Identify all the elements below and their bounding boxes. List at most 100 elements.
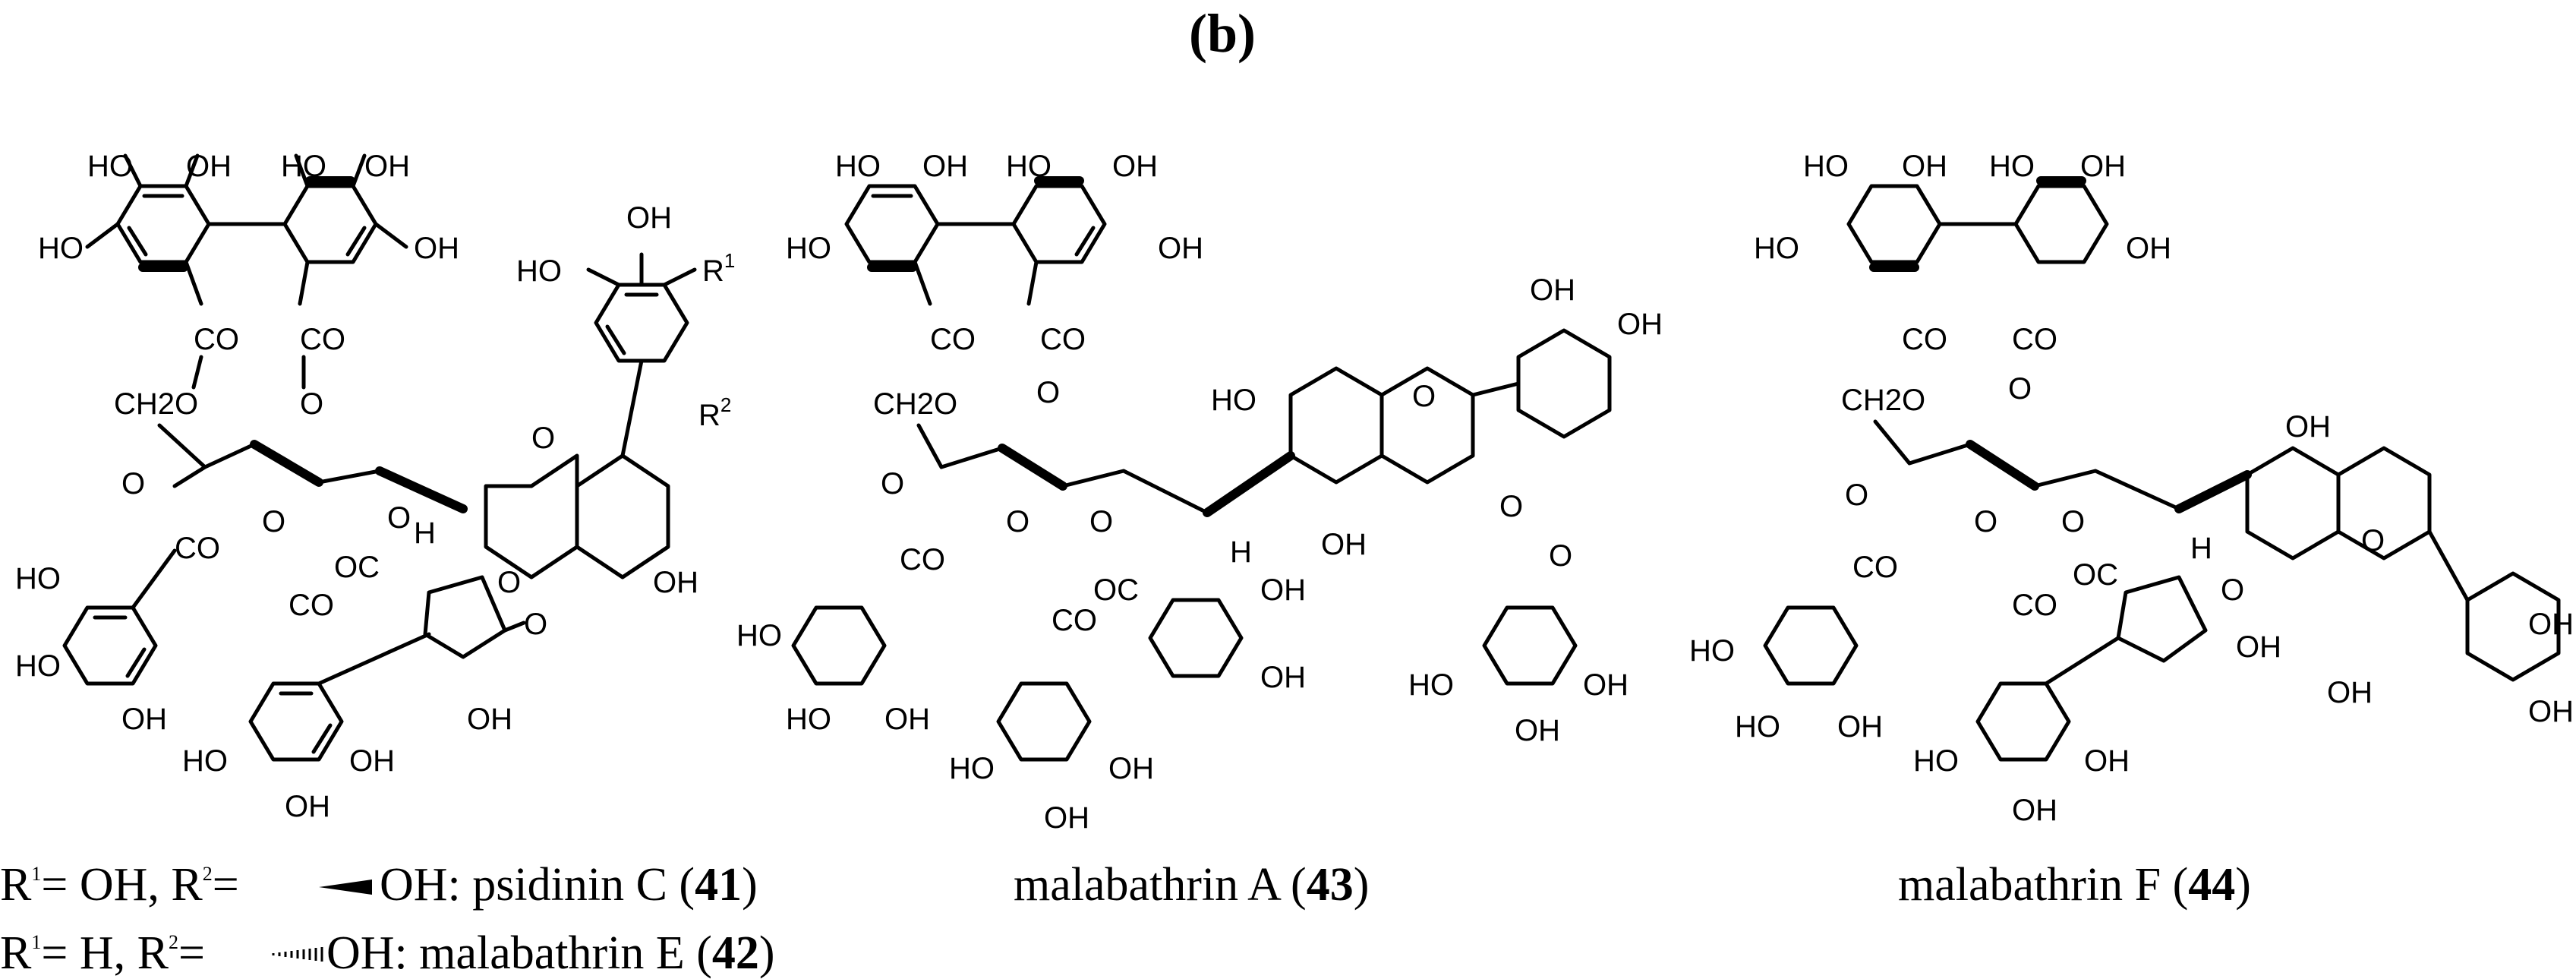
atom-oh-3: OH <box>1158 232 1203 265</box>
atom-o-core-1: O <box>1006 505 1029 538</box>
atom-o-link: O <box>2008 372 2032 406</box>
atom-oh-chromane: OH <box>2285 410 2331 444</box>
atom-oh-catechol-2: OH <box>1617 308 1663 341</box>
sugar-chain <box>916 423 1209 515</box>
chromane-aryl <box>1288 366 1384 485</box>
atom-oh-1: OH <box>186 150 232 183</box>
chroman-aryl <box>484 453 579 580</box>
atom-ho-bottom: HO <box>182 744 228 778</box>
atom-oh-2: OH <box>1112 150 1158 183</box>
chromane-pyran <box>1379 366 1475 485</box>
panel-label: (b) <box>1189 3 1256 64</box>
atom-oh-bottom-1: OH <box>349 744 395 778</box>
svg-text:OH: psidinin C (41): OH: psidinin C (41) <box>380 859 758 911</box>
atom-ho-catechol-2: HO <box>516 254 562 288</box>
atom-oh-chroman: OH <box>653 566 698 599</box>
atom-oh-chromane: OH <box>1321 528 1367 561</box>
atom-oh-2: OH <box>364 150 410 183</box>
atom-ho-3: HO <box>281 150 326 183</box>
cyclopentenone <box>423 575 507 659</box>
atom-co-bottom: CO <box>1052 604 1097 637</box>
atom-oh-catechol-1: OH <box>1530 273 1575 307</box>
caption-psidinin-c: R1= OH, R2= OH: psidinin C (41) <box>0 859 758 911</box>
caption-2-r1: R <box>0 927 32 979</box>
atom-oh-2: OH <box>2080 150 2126 183</box>
atom-h-core: H <box>1230 535 1252 569</box>
atom-o-core-3: O <box>2221 573 2244 607</box>
atom-o-chromane: O <box>2361 524 2385 557</box>
atom-oh-catechol-1: OH <box>626 201 672 235</box>
atom-oh-gall-3: OH <box>884 703 930 736</box>
atom-o-core-3: O <box>497 566 521 599</box>
atom-r2: R2 <box>698 393 731 432</box>
aryl-ring-top-right <box>282 184 378 264</box>
atom-oh-bottom-1: OH <box>2084 744 2130 778</box>
atom-co-bottom: CO <box>2012 589 2057 622</box>
structure-malabathrin-a: HO OH HO HO OH OH CO CH2O CO O O CO O O … <box>736 150 1663 835</box>
atom-o-link-2: O <box>881 467 904 501</box>
atom-ho-2: HO <box>786 232 831 265</box>
atom-ho-2: HO <box>38 232 84 265</box>
atom-oh-1: OH <box>922 150 968 183</box>
atom-oc-core: OC <box>1093 573 1139 607</box>
atom-ch2o: CH2O <box>1841 384 1925 417</box>
atom-oh-core: OH <box>467 703 512 736</box>
atom-oh-bottom-2: OH <box>285 790 330 823</box>
atom-co-right: CO <box>1040 323 1086 356</box>
atom-co-right: CO <box>2012 323 2057 356</box>
wedge-bond-icon <box>319 880 372 895</box>
atom-oh-gall-3: OH <box>121 703 167 736</box>
cyclopentenone <box>2116 575 2208 663</box>
atom-o-right-1: O <box>1499 490 1523 523</box>
atom-o-link: O <box>300 387 323 421</box>
atom-oh-gallr-3: OH <box>1515 714 1560 747</box>
atom-oh-1: OH <box>1902 150 1947 183</box>
hashed-bond-icon <box>272 947 323 962</box>
aryl-ring-top-right <box>2013 184 2109 264</box>
atom-o-chroman: O <box>531 422 555 455</box>
atom-o-link-2: O <box>1845 478 1868 512</box>
structure-psidinin-malabathrin-e: HO OH HO HO OH OH CO CH2O CO O O O OC H … <box>15 150 735 823</box>
aryl-ring-top-right <box>1011 184 1107 264</box>
atom-ho-1: HO <box>835 150 881 183</box>
caption-malabathrin-e: R1= H, R2= OH: malabathrin E (42) <box>0 927 775 979</box>
atom-o-ketone: OH <box>2236 630 2281 664</box>
structure-malabathrin-f: HO OH HO HO OH OH CO CH2O CO O O CO O O … <box>1689 150 2574 827</box>
atom-ho-2: HO <box>1754 232 1799 265</box>
aryl-ring-bottom-left <box>996 681 1092 762</box>
caption-malabathrin-f: malabathrin F (44) <box>1898 859 2251 911</box>
atom-ho-gall-1: HO <box>15 562 61 595</box>
atom-o-core-1: O <box>1974 505 1997 538</box>
atom-oh-bottom-2: OH <box>2012 794 2057 827</box>
atom-o-core-2: O <box>2061 505 2085 538</box>
atom-ho-1: HO <box>87 150 133 183</box>
atom-co-gall: CO <box>900 543 945 576</box>
chroman-ring <box>575 453 670 580</box>
atom-ho-gall-2: HO <box>15 649 61 683</box>
svg-text:OH: malabathrin E (42): OH: malabathrin E (42) <box>326 927 775 979</box>
atom-o-core-1: O <box>262 505 285 538</box>
atom-o-right-2: O <box>1549 539 1572 573</box>
atom-ho-bottom: HO <box>1913 744 1959 778</box>
chromane-aryl <box>2245 446 2341 561</box>
atom-ho-chromane: HO <box>1211 384 1256 417</box>
atom-oh-bottom-4: OH <box>1108 752 1154 785</box>
atom-co-gall: CO <box>1852 551 1898 584</box>
atom-o-ring: O <box>121 467 145 501</box>
atom-ho-gall-1: HO <box>736 619 782 652</box>
atom-ho-gallr-1: HO <box>1408 668 1454 702</box>
caption-malabathrin-a: malabathrin A (43) <box>1014 859 1369 911</box>
atom-ho-3: HO <box>1989 150 2035 183</box>
atom-ch2o: CH2O <box>873 387 957 421</box>
atom-o-link: O <box>1036 376 1060 409</box>
aryl-ring-catechol <box>1516 328 1612 439</box>
aryl-ring-top-left <box>1846 184 1942 264</box>
atom-h-core: H <box>2190 532 2212 565</box>
atom-co-left: CO <box>194 323 239 356</box>
caption-1-r1: R <box>0 859 32 911</box>
atom-co-left: CO <box>1902 323 1947 356</box>
atom-h-core: H <box>414 516 436 550</box>
aryl-ring-bottom <box>1975 681 2071 762</box>
atom-oh-bottom-1: OH <box>1260 573 1306 607</box>
